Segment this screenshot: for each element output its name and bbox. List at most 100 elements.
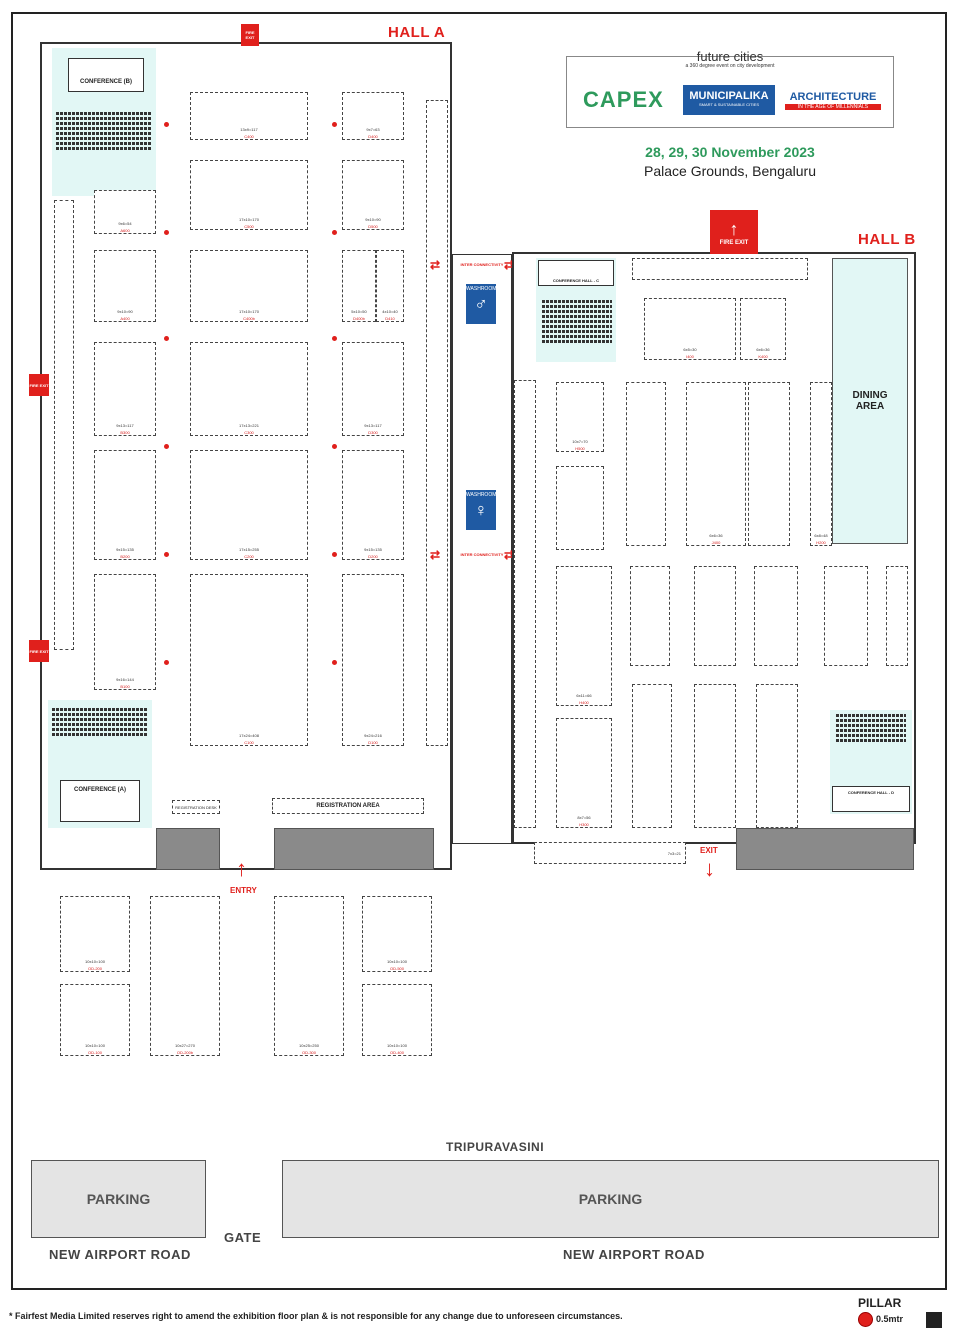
booth-a-strip[interactable] [54, 200, 74, 650]
registration-desk: REGISTRATION DESK [172, 800, 220, 814]
registration-desk-label: REGISTRATION DESK [175, 805, 217, 810]
dining-area: DINING AREA [832, 258, 908, 544]
booth-j100[interactable] [694, 684, 736, 828]
road-new-airport-right: NEW AIRPORT ROAD [563, 1247, 705, 1262]
pillar-legend-size: 0.5mtr [876, 1314, 904, 1324]
event-tagline: a 360 degree event on city development [685, 63, 775, 69]
pillar-icon [164, 336, 169, 341]
road-new-airport-left: NEW AIRPORT ROAD [49, 1247, 191, 1262]
conference-d-seating [836, 714, 906, 744]
fire-exit-icon: FIRE EXIT [29, 374, 49, 396]
booth-l100[interactable] [824, 566, 868, 666]
exit-arrow-icon: ↓ [704, 856, 715, 881]
booth-i-block[interactable] [626, 382, 666, 546]
pillar-icon [332, 444, 337, 449]
conference-a-stage: CONFERENCE (A) [60, 780, 140, 822]
entry-arrow-icon: ↑ [236, 856, 247, 881]
pillar-icon [164, 660, 169, 665]
booth-e-strip[interactable] [426, 100, 448, 746]
conference-b-stage: CONFERENCE (B) [68, 58, 144, 92]
pillar-band-b [736, 828, 914, 870]
washroom-female: WASHROOM ♀ [466, 490, 496, 530]
event-logo-box: future cities a 360 degree event on city… [566, 49, 894, 128]
pillar-icon [164, 122, 169, 127]
parking-right: PARKING [282, 1160, 939, 1238]
conference-b-label: CONFERENCE (B) [80, 79, 132, 85]
disclaimer: * Fairfest Media Limited reserves right … [9, 1311, 623, 1321]
conference-d-stage: CONFERENCE HALL - D [832, 786, 910, 812]
booth-m100[interactable] [886, 566, 908, 666]
booth-j200[interactable] [694, 566, 736, 666]
booth-g-strip[interactable] [514, 380, 536, 828]
booth-top-row[interactable] [632, 258, 808, 280]
pillar-legend-square-icon [926, 1312, 942, 1328]
parking-left: PARKING [31, 1160, 206, 1238]
conference-c-seating [542, 300, 612, 345]
entry-label: ENTRY [230, 886, 257, 895]
brand-municipalika: MUNICIPALIKA SMART & SUSTAINABLE CITIES [683, 85, 775, 115]
booth-h500-lower[interactable] [556, 466, 604, 550]
registration-area: REGISTRATION AREA [272, 798, 424, 814]
booth-k100[interactable] [756, 684, 798, 828]
pillar-band-a-right [274, 828, 434, 870]
brand-architecture: ARCHITECTURE IN THE AGE OF MILLENNIALS [785, 91, 881, 110]
fire-exit-icon: ↑FIRE EXIT [710, 210, 758, 254]
booth-k-block[interactable] [748, 382, 790, 546]
inter-connectivity-bottom: INTER CONNECTIVITY [460, 552, 504, 557]
fire-exit-icon: FIRE EXIT [241, 24, 259, 46]
event-series: future cities [696, 49, 764, 64]
booth-h-bottom-row[interactable]: 7x3=21 [534, 842, 686, 864]
fire-exit-icon: FIRE EXIT [29, 640, 49, 662]
conference-a-seating [52, 708, 148, 738]
hall-b-title: HALL B [858, 231, 916, 248]
washroom-male: WASHROOM ♂ [466, 284, 496, 324]
washroom-male-icon: ♂ [474, 294, 488, 314]
booth-k200[interactable] [754, 566, 798, 666]
brand-capex: CAPEX [583, 87, 664, 112]
pillar-legend-label: PILLAR [858, 1296, 902, 1310]
event-dates: 28, 29, 30 November 2023 [645, 144, 815, 160]
conference-a-label: CONFERENCE (A) [74, 787, 126, 793]
hall-a-title: HALL A [388, 24, 446, 41]
pillar-band-a-left [156, 828, 220, 870]
conference-d-label: CONFERENCE HALL - D [847, 790, 895, 795]
pillar-icon [164, 552, 169, 557]
washroom-female-icon: ♀ [474, 500, 488, 520]
conference-c-stage: CONFERENCE HALL - C [538, 260, 614, 286]
booth-i100[interactable] [632, 684, 672, 828]
booth-i200[interactable] [630, 566, 670, 666]
pillar-icon [332, 230, 337, 235]
arrow-icon: ⇄ [430, 258, 441, 272]
